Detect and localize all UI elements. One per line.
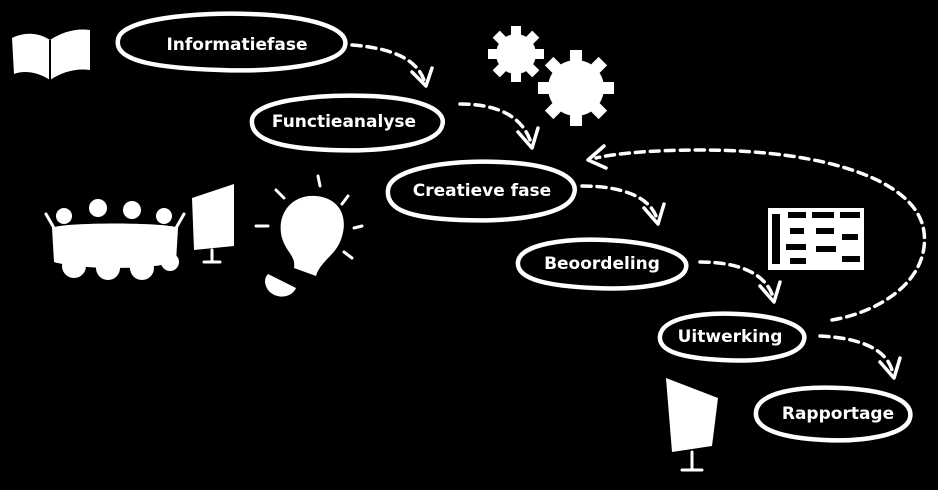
arrow-uitwerking-to-rapportage	[818, 334, 902, 380]
planning-board-icon	[768, 208, 864, 270]
phase-label-functieanalyse: Functieanalyse	[272, 112, 416, 132]
book-icon	[12, 29, 90, 80]
phase-label-rapportage: Rapportage	[782, 404, 894, 424]
phase-beoordeling: Beoordeling	[515, 237, 689, 291]
arrow-functieanalyse-to-creatieve-fase	[458, 102, 540, 150]
arrow-feedback-loop	[586, 144, 927, 322]
phase-label-beoordeling: Beoordeling	[544, 254, 660, 274]
gears-icon	[488, 26, 614, 126]
arrow-informatiefase-to-functieanalyse	[350, 43, 434, 88]
phase-uitwerking: Uitwerking	[657, 311, 807, 363]
group-icon	[44, 199, 186, 280]
flipchart-icon	[666, 378, 718, 472]
phase-creatieve-fase: Creatieve fase	[385, 159, 577, 223]
phase-informatiefase: Informatiefase	[115, 11, 348, 73]
phase-functieanalyse: Functieanalyse	[249, 93, 446, 153]
phase-label-informatiefase: Informatiefase	[166, 35, 307, 55]
phase-label-creatieve-fase: Creatieve fase	[413, 181, 551, 201]
lightbulb-icon	[254, 174, 364, 297]
arrow-creatieve-fase-to-beoordeling	[580, 184, 666, 226]
phase-rapportage: Rapportage	[753, 385, 913, 443]
flipchart-icon	[192, 184, 234, 264]
arrow-beoordeling-to-uitwerking	[698, 260, 782, 304]
phase-label-uitwerking: Uitwerking	[678, 327, 783, 347]
